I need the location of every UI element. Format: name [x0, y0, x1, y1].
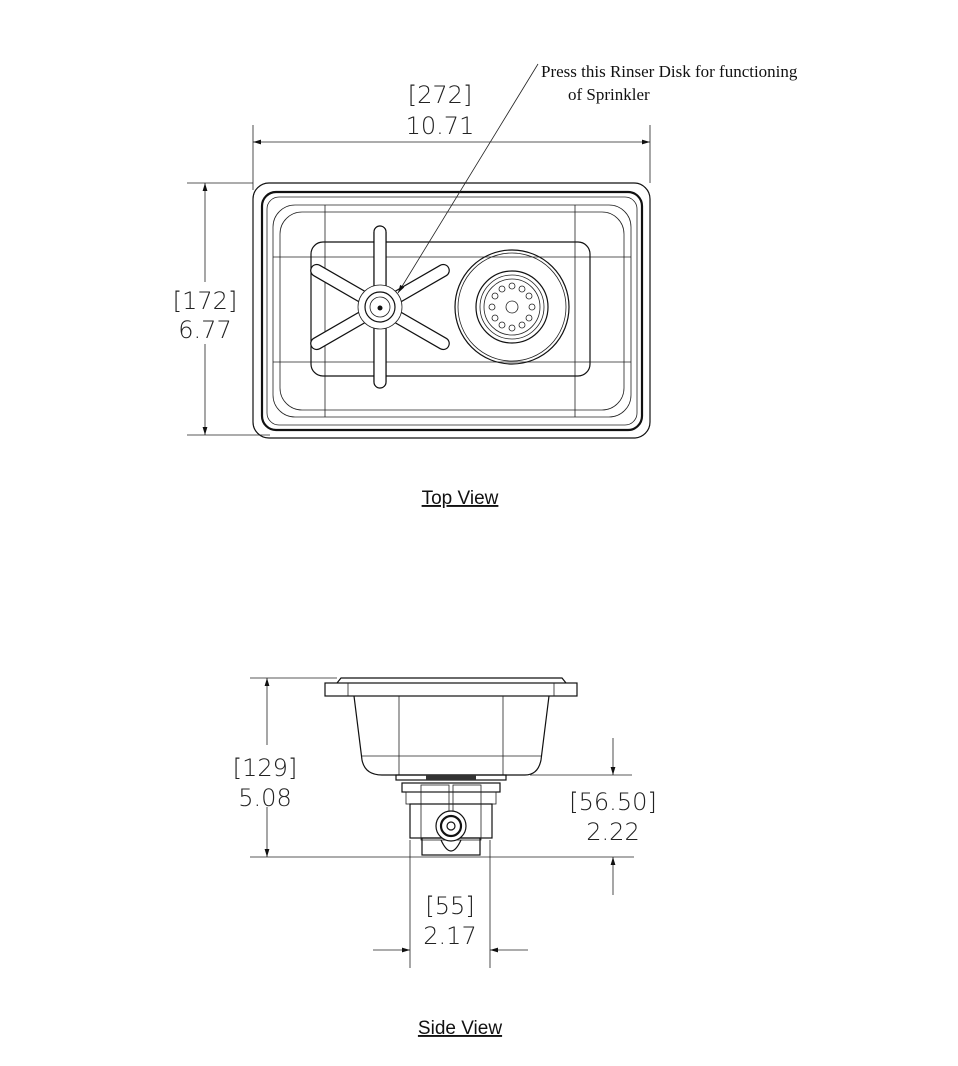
width-in: 10.71 [406, 112, 475, 140]
rinser-disk [310, 225, 450, 389]
rinser-note-line2: of Sprinkler [568, 85, 650, 104]
side-view: [129] 5.08 [56.50] 2.22 [55] 2.17 Side V… [222, 677, 657, 1039]
width-mm: [272] [408, 81, 473, 109]
height-in: 5.08 [238, 784, 291, 812]
drain-height-in: 2.22 [586, 818, 639, 846]
depth-in: 6.77 [178, 316, 231, 344]
sink-flange [324, 682, 578, 697]
sink-tray [310, 241, 591, 377]
sink-bowl [353, 695, 550, 776]
sink-inner-rim [260, 190, 644, 432]
fitting-width-mm: [55] [425, 892, 474, 920]
top-view: [272] 10.71 [172] 6.77 Press this Rinser… [170, 62, 798, 509]
drain-height-mm: [56.50] [569, 788, 656, 816]
rinser-leader-arrow [397, 63, 539, 294]
side-view-caption: Side View [418, 1018, 502, 1039]
rinser-note-line1: Press this Rinser Disk for functioning [541, 62, 798, 81]
depth-mm: [172] [173, 287, 238, 315]
sink-outer-rim [252, 182, 651, 439]
height-mm: [129] [233, 754, 298, 782]
top-view-caption: Top View [422, 488, 499, 509]
drain [454, 249, 570, 365]
fitting-width-in: 2.17 [423, 922, 476, 950]
